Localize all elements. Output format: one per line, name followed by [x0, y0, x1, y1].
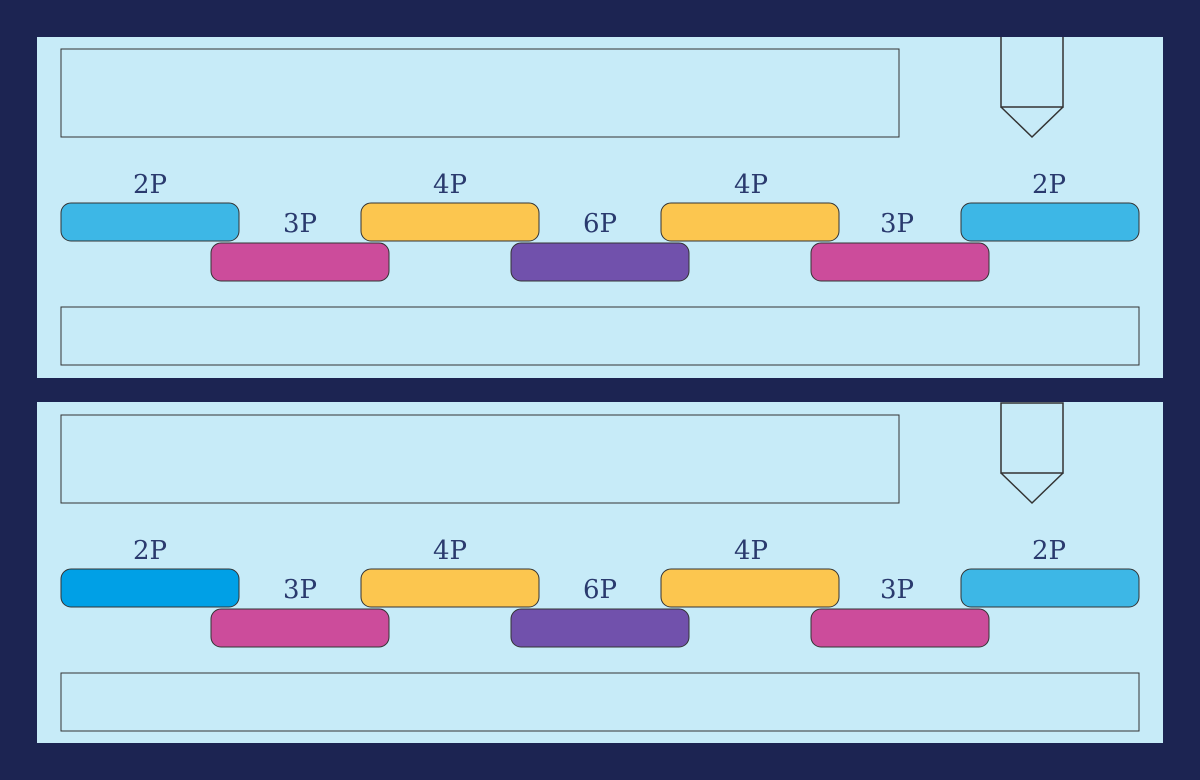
- pill: [210, 608, 390, 648]
- upper-box: [60, 48, 900, 138]
- pill-labels: 2P 3P 4P 6P 4P 3P 2P: [133, 536, 1066, 605]
- pill-label: 4P: [433, 536, 467, 566]
- nozzle-icon: [1000, 37, 1064, 139]
- pill-label: 3P: [283, 209, 317, 239]
- pill-label: 2P: [1032, 170, 1066, 200]
- upper-box: [60, 414, 900, 504]
- pill-label: 6P: [583, 209, 617, 239]
- lower-box: [60, 306, 1140, 366]
- pill: [660, 202, 840, 242]
- pill: [810, 242, 990, 282]
- pill-row: [60, 568, 1140, 648]
- panel-top: 2P 3P 4P 6P 4P 3P 2P: [37, 37, 1163, 378]
- panel-bottom: 2P 3P 4P 6P 4P 3P 2P: [37, 402, 1163, 743]
- pill-labels: 2P 3P 4P 6P 4P 3P 2P: [133, 170, 1066, 239]
- pill: [210, 242, 390, 282]
- pill: [960, 202, 1140, 242]
- nozzle-icon: [1000, 402, 1064, 505]
- pill-row: [60, 202, 1140, 282]
- pill: [960, 568, 1140, 608]
- pill-label: 2P: [133, 536, 167, 566]
- pill: [60, 202, 240, 242]
- pill: [660, 568, 840, 608]
- pill-label: 6P: [583, 575, 617, 605]
- pill-label: 3P: [283, 575, 317, 605]
- pill-label: 3P: [880, 575, 914, 605]
- pill-label: 4P: [433, 170, 467, 200]
- pill: [510, 242, 690, 282]
- lower-box: [60, 672, 1140, 732]
- pill-label: 3P: [880, 209, 914, 239]
- pill-label: 4P: [734, 170, 768, 200]
- pill-label: 2P: [133, 170, 167, 200]
- pill: [810, 608, 990, 648]
- pill: [510, 608, 690, 648]
- pill-label: 4P: [734, 536, 768, 566]
- pill: [360, 202, 540, 242]
- pill: [360, 568, 540, 608]
- pill-label: 2P: [1032, 536, 1066, 566]
- pill: [60, 568, 240, 608]
